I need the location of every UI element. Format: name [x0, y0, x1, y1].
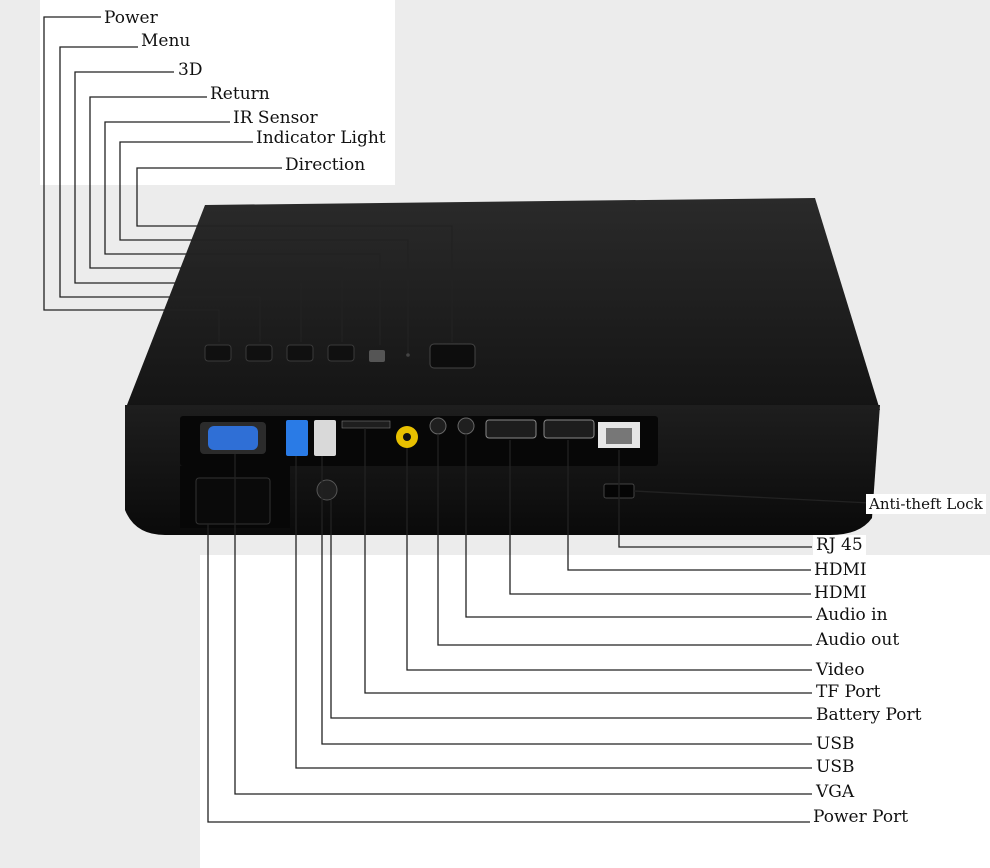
menu-button — [245, 344, 273, 362]
label-usb-1: USB — [813, 734, 858, 754]
label-usb-2: USB — [813, 757, 858, 777]
label-direction: Direction — [282, 155, 369, 175]
label-menu: Menu — [138, 31, 194, 51]
label-3d: 3D — [175, 60, 206, 80]
usb-port-blue — [286, 420, 308, 456]
label-hdmi-1: HDMI — [811, 560, 870, 580]
label-video: Video — [813, 660, 868, 680]
label-audio-in: Audio in — [813, 605, 891, 625]
hdmi-port-1 — [485, 419, 537, 439]
return-button — [327, 344, 355, 362]
label-rj45: RJ 45 — [813, 535, 866, 555]
hdmi-port-2 — [543, 419, 595, 439]
top-callout-lines — [43, 16, 453, 353]
power-socket — [195, 477, 271, 525]
ir-sensor-window — [369, 350, 385, 362]
label-anti-theft-lock: Anti-theft Lock — [866, 494, 986, 514]
label-power: Power — [101, 8, 161, 28]
projector-top-surface — [125, 198, 880, 410]
tf-port-slot — [341, 420, 391, 429]
3d-button — [286, 344, 314, 362]
indicator-led — [406, 353, 410, 357]
bottom-callout-lines — [207, 428, 871, 823]
label-battery-port: Battery Port — [813, 705, 925, 725]
control-buttons — [204, 344, 355, 362]
usb-port-white — [314, 420, 336, 456]
label-tf-port: TF Port — [813, 682, 884, 702]
label-ir-sensor: IR Sensor — [230, 108, 321, 128]
label-hdmi-2: HDMI — [811, 583, 870, 603]
label-vga: VGA — [813, 782, 858, 802]
label-power-port: Power Port — [810, 807, 912, 827]
label-return: Return — [207, 84, 273, 104]
vga-port — [208, 426, 258, 450]
power-button — [204, 344, 232, 362]
label-audio-out: Audio out — [813, 630, 903, 650]
label-indicator-light: Indicator Light — [253, 128, 389, 148]
audio-out-port — [429, 417, 447, 435]
audio-in-port — [457, 417, 475, 435]
direction-pad — [429, 343, 476, 369]
battery-port — [316, 479, 338, 501]
